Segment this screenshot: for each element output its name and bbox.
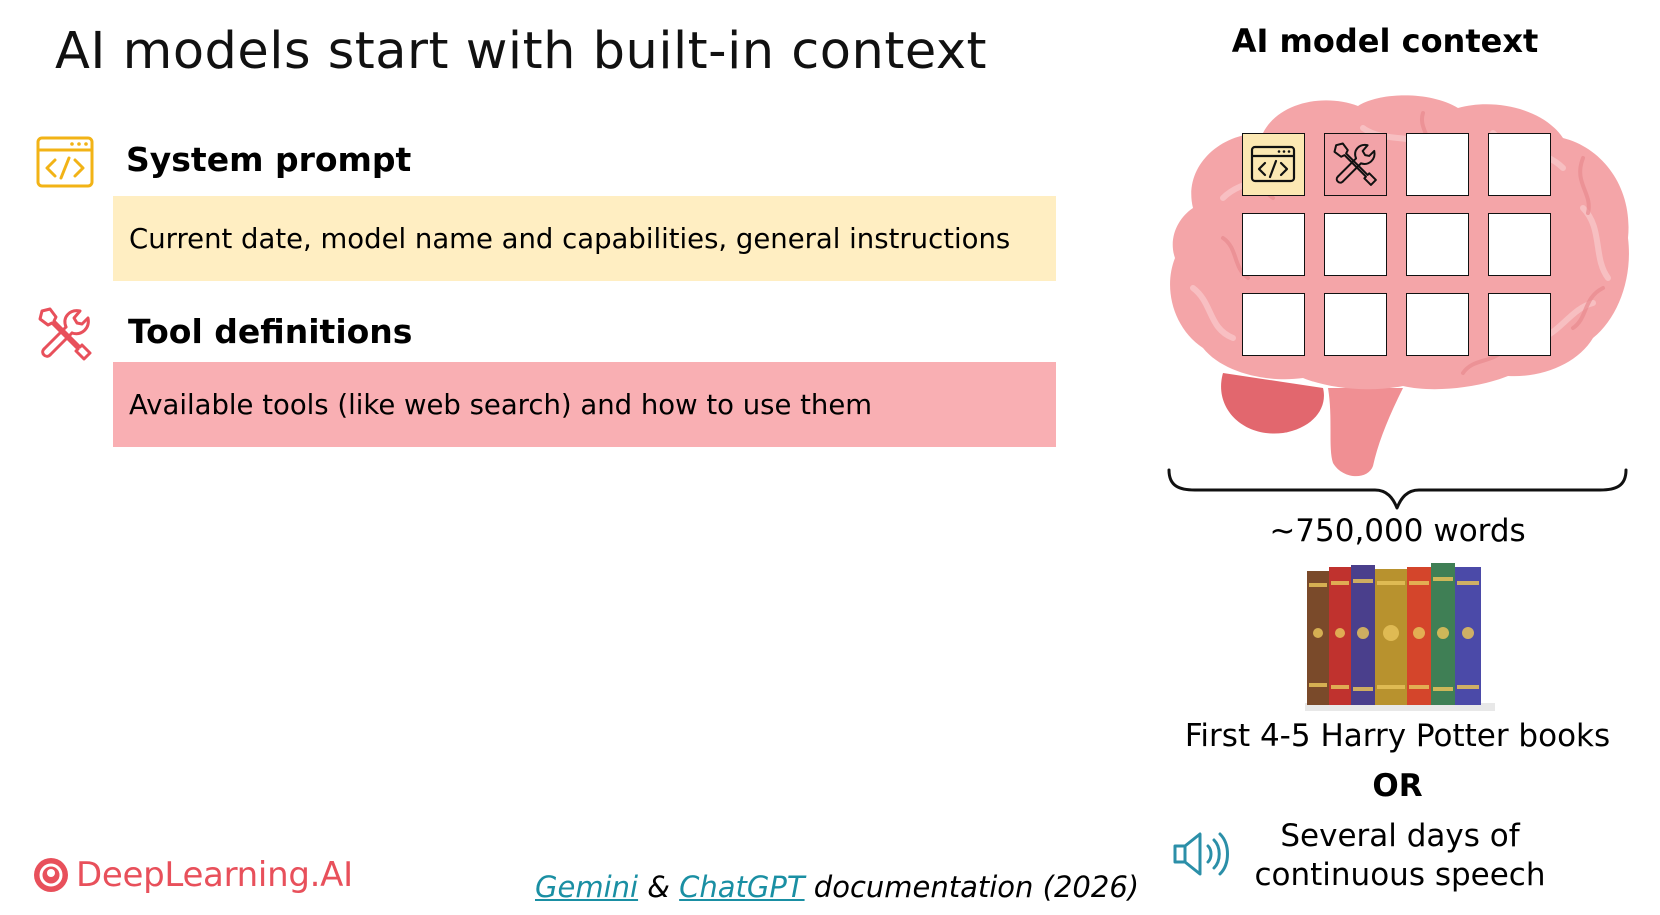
- gemini-link[interactable]: Gemini: [535, 870, 639, 904]
- code-window-icon: [36, 136, 94, 188]
- grid-cell-empty: [1406, 133, 1469, 196]
- speech-line-1: Several days of: [1280, 818, 1520, 854]
- curly-brace: [1165, 468, 1630, 512]
- system-prompt-heading: System prompt: [126, 140, 412, 179]
- tool-definitions-description: Available tools (like web search) and ho…: [113, 362, 1056, 447]
- speaker-icon: [1172, 828, 1230, 880]
- word-count: ~750,000 words: [1269, 513, 1526, 549]
- grid-cell-empty: [1406, 213, 1469, 276]
- tool-definitions-heading: Tool definitions: [128, 312, 413, 351]
- tools-icon: [1333, 142, 1377, 186]
- logo-text: DeepLearning.AI: [76, 855, 353, 895]
- citation-rest: documentation (2026): [804, 870, 1140, 904]
- citation-amp: &: [638, 870, 680, 904]
- logo-mark-icon: [34, 858, 68, 892]
- grid-cell-empty: [1242, 293, 1305, 356]
- slide-title: AI models start with built-in context: [55, 22, 987, 81]
- context-panel-title: AI model context: [1231, 22, 1539, 60]
- speech-line-2: continuous speech: [1254, 857, 1546, 893]
- grid-cell-empty: [1488, 293, 1551, 356]
- or-label: OR: [1372, 768, 1423, 804]
- grid-cell-empty: [1242, 213, 1305, 276]
- deeplearning-logo: DeepLearning.AI: [32, 853, 353, 897]
- citation: Gemini & ChatGPT documentation (2026): [535, 870, 1139, 904]
- system-prompt-description: Current date, model name and capabilitie…: [113, 196, 1056, 281]
- context-grid: [1242, 133, 1554, 361]
- tools-icon: [36, 305, 94, 363]
- grid-cell-system-prompt: [1242, 133, 1305, 196]
- grid-cell-empty: [1488, 213, 1551, 276]
- books-caption: First 4-5 Harry Potter books: [1184, 718, 1611, 754]
- books-illustration: [1305, 563, 1495, 711]
- grid-cell-empty: [1324, 293, 1387, 356]
- code-window-icon: [1250, 145, 1296, 183]
- grid-cell-empty: [1406, 293, 1469, 356]
- grid-cell-empty: [1488, 133, 1551, 196]
- grid-cell-tools: [1324, 133, 1387, 196]
- chatgpt-link[interactable]: ChatGPT: [679, 870, 805, 904]
- grid-cell-empty: [1324, 213, 1387, 276]
